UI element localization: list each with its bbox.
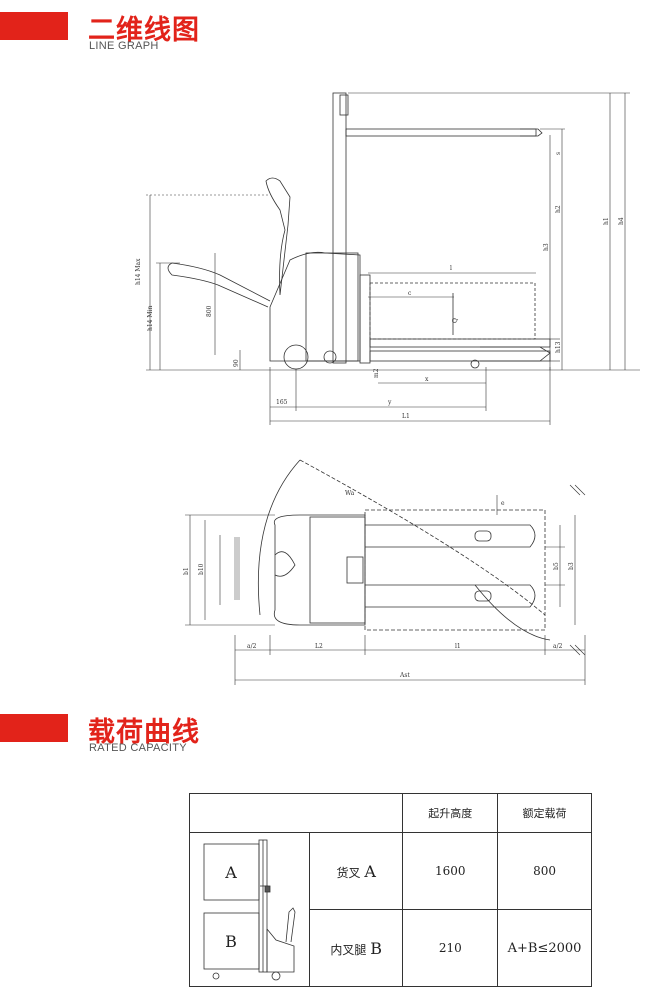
mast — [332, 92, 347, 364]
illustration-tiller — [286, 907, 296, 943]
truck-body — [269, 251, 361, 362]
red-accent-bar — [0, 12, 68, 40]
row-label-cell: 货叉 A — [308, 832, 404, 910]
label-Ast: Ast — [399, 672, 410, 679]
label-h2: h2 — [555, 205, 562, 213]
label-h4: h4 — [618, 217, 625, 225]
table-header-row: 起升高度 额定载荷 — [188, 793, 592, 833]
illustration-body — [267, 928, 295, 973]
label-165: 165 — [276, 399, 288, 406]
stacker-illustration: A B — [204, 839, 296, 981]
icon-label-a: A — [225, 863, 238, 882]
label-L1: L1 — [402, 413, 410, 420]
table-row: A B 货叉 A 1600 800 — [189, 832, 592, 987]
label-h3: h3 — [543, 243, 550, 251]
label-a2-right: a/2 — [553, 643, 563, 650]
lowered-fork — [369, 338, 551, 348]
section-title: 二维线图 — [88, 15, 200, 46]
turning-arc-left — [257, 459, 301, 616]
row-label: 货叉 — [336, 865, 361, 880]
top-view-drawing: Wa b1 b10 b5 b3 e a/2 L2 l1 a/2 Ast — [183, 459, 586, 685]
label-b3: b3 — [568, 562, 575, 570]
row-letter: A — [364, 861, 376, 881]
header-rated-load: 额定载荷 — [497, 793, 592, 833]
row-lift-height: 1600 — [402, 832, 499, 910]
label-e: e — [501, 500, 505, 507]
section-header-rated-capacity: 载荷曲线 RATED CAPACITY — [0, 708, 650, 756]
label-h14min: h14 Min — [147, 306, 154, 331]
label-90: 90 — [233, 359, 240, 367]
row-label-cell: 内叉腿 B — [308, 909, 404, 987]
fork-lower — [365, 584, 536, 608]
raised-fork — [345, 128, 537, 137]
label-h1: h1 — [603, 217, 610, 225]
label-l1: l1 — [455, 643, 461, 650]
row-letter: B — [370, 938, 383, 958]
pallet-outline — [364, 509, 546, 631]
section-header-line-graph: 二维线图 LINE GRAPH — [0, 6, 650, 54]
top-body — [273, 514, 366, 626]
label-l: l — [450, 265, 452, 272]
header-empty-cell — [188, 793, 404, 833]
label-b1: b1 — [183, 567, 190, 575]
row-rated-load: A+B≤2000 — [497, 909, 592, 987]
drive-wheel — [283, 344, 309, 370]
label-800: 800 — [206, 305, 213, 317]
label-h14max: h14 Max — [135, 258, 142, 285]
row-rated-load: 800 — [497, 832, 592, 910]
tiller-raised — [265, 177, 291, 296]
label-b10: b10 — [198, 563, 205, 575]
stacker-illustration-cell: A B — [189, 832, 310, 987]
icon-label-b: B — [226, 932, 238, 951]
side-view-drawing: h14 Max h14 Min 800 90 m2 h3 h2 h1 h4 s … — [135, 92, 640, 425]
section-subtitle: LINE GRAPH — [89, 40, 159, 52]
row-lift-height: 210 — [402, 909, 499, 987]
fork-leg — [369, 350, 551, 362]
label-h13: h13 — [555, 341, 562, 353]
label-y: y — [387, 399, 392, 406]
label-s: s — [555, 152, 562, 155]
label-Wa: Wa — [345, 490, 355, 497]
section-title: 载荷曲线 — [88, 717, 200, 748]
label-L2: L2 — [315, 643, 323, 650]
row-label: 内叉腿 — [330, 942, 367, 957]
section-subtitle: RATED CAPACITY — [89, 742, 187, 754]
tiller-lowered — [167, 262, 271, 308]
capacity-table: 起升高度 额定载荷 A B 货叉 A 1600 800 — [188, 793, 592, 987]
label-b5: b5 — [553, 562, 560, 570]
label-c: c — [408, 290, 412, 297]
turning-radius-line — [299, 459, 546, 616]
header-lift-height: 起升高度 — [402, 793, 499, 833]
fork-upper — [365, 524, 536, 548]
label-a2-left: a/2 — [247, 643, 257, 650]
label-x: x — [425, 376, 429, 383]
mast-top — [339, 94, 349, 116]
red-accent-bar — [0, 714, 68, 742]
label-m2: m2 — [373, 368, 380, 378]
label-Q: Q — [452, 318, 459, 323]
